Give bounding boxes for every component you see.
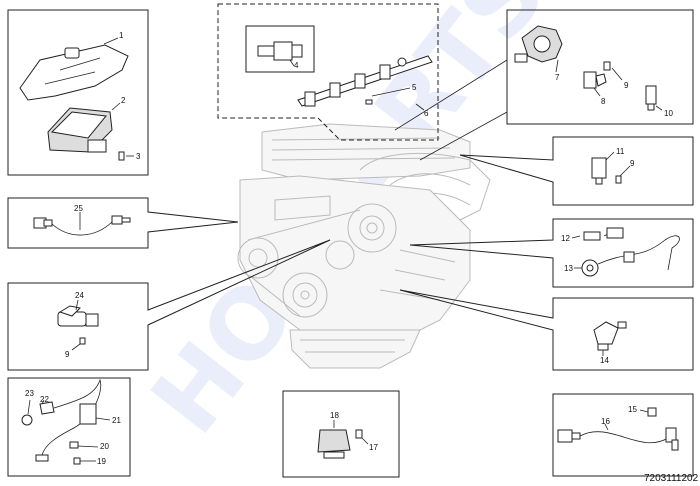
callout-16: 16: [601, 417, 610, 426]
callout-23: 23: [25, 389, 34, 398]
callout-9c: 9: [65, 350, 70, 359]
group-oxygen-sensor-rear: 23 22 21 20 19: [7, 377, 131, 477]
callout-20: 20: [100, 442, 109, 451]
callout-7: 7: [555, 73, 560, 82]
callout-21: 21: [112, 416, 121, 425]
callout-1: 1: [119, 31, 124, 40]
group-oil-pressure-switch: 14: [399, 289, 694, 371]
callout-5: 5: [412, 83, 417, 92]
group-oxygen-sensor-front: 25: [7, 197, 239, 249]
callout-11: 11: [616, 147, 625, 156]
callout-8: 8: [601, 97, 606, 106]
callout-9b: 9: [630, 159, 635, 168]
callout-10: 10: [664, 109, 673, 118]
engine-block-drawing: [237, 123, 491, 369]
callout-18: 18: [330, 411, 339, 420]
callout-12: 12: [561, 234, 570, 243]
group-cam-sensor: 24 9: [7, 239, 331, 371]
callout-25: 25: [74, 204, 83, 213]
callout-15: 15: [628, 405, 637, 414]
callout-22: 22: [40, 395, 49, 404]
group-fuel-rail: 4 5 6: [217, 3, 439, 141]
callout-3: 3: [136, 152, 141, 161]
callout-14: 14: [600, 356, 609, 365]
callout-24: 24: [75, 291, 84, 300]
callout-2: 2: [121, 96, 126, 105]
callout-13: 13: [564, 264, 573, 273]
callout-4: 4: [294, 61, 299, 70]
callout-17: 17: [369, 443, 378, 452]
group-throttle-sensors: 7 8 9 10: [506, 9, 694, 125]
group-crank-sensor: 15 16: [552, 393, 694, 477]
group-coolant-sensor: 18 17: [282, 390, 400, 478]
callout-9a: 9: [624, 81, 629, 90]
drawing-code: 7203111202: [644, 473, 699, 484]
leader-lines: [394, 59, 508, 161]
group-map-sensor: 11 9: [459, 136, 694, 206]
callout-6: 6: [424, 109, 429, 118]
group-knock-sensor: 12 13: [409, 218, 694, 288]
group-ecu: 1 2 3: [7, 9, 149, 176]
callout-19: 19: [97, 457, 106, 466]
